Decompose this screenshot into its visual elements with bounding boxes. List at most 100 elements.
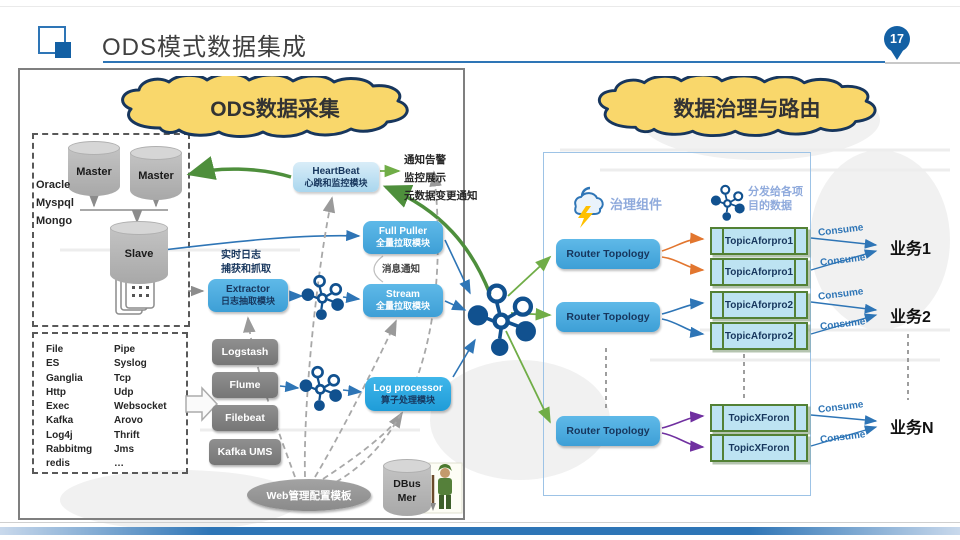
source-item: ES xyxy=(46,358,60,370)
realtime-line2: 捕获和抓取 xyxy=(221,264,271,275)
footer-divider xyxy=(0,522,960,523)
source-item: … xyxy=(114,458,124,470)
source-list-col1: File ES Ganglia Http Exec Kafka Log4j Ra… xyxy=(46,343,92,472)
stream-subtitle: 全量拉取模块 xyxy=(375,301,430,312)
topic-label: TopicAforpro2 xyxy=(724,330,794,342)
source-item: Rabbitmg xyxy=(46,444,93,456)
router-topology-2: Router Topology xyxy=(556,302,660,332)
page-number-badge-tail xyxy=(890,49,904,60)
dbus-mgr-line1: DBus xyxy=(393,478,421,490)
source-item: Ganglia xyxy=(46,372,83,384)
collection-cloud xyxy=(121,76,409,138)
source-item: Pipe xyxy=(114,344,136,355)
db-type: Oracle xyxy=(36,179,71,191)
collector-filebeat: Filebeat xyxy=(212,405,278,431)
topic-box: TopicXForon xyxy=(710,434,808,462)
distribute-icon xyxy=(710,184,746,222)
kafka-hub-icon xyxy=(469,286,536,356)
topic-box: TopicXForon xyxy=(710,404,808,432)
slave-db-label: Slave xyxy=(124,248,154,260)
web-config-module: Web管理配置模板 xyxy=(247,479,371,511)
topic-box: TopicAforpro2 xyxy=(710,291,808,319)
router-1-label: Router Topology xyxy=(566,247,650,260)
topic-box: TopicAforpro1 xyxy=(710,258,808,286)
topic-box: TopicAforpro2 xyxy=(710,322,808,350)
collector-logstash: Logstash xyxy=(212,339,278,365)
notify-line: 监控展示 xyxy=(404,172,446,184)
dbus-mgr-line2: Mer xyxy=(397,492,417,504)
kafka-cluster-icon xyxy=(300,274,345,321)
realtime-label: 实时日志 捕获和抓取 xyxy=(221,249,271,277)
msg-notify-label: 消息通知 xyxy=(382,264,421,275)
master-db-2-label: Master xyxy=(138,170,174,182)
business-2: 业务2 xyxy=(890,309,931,326)
title-underline-light xyxy=(885,62,960,64)
full-puller-title: Full Puller xyxy=(378,226,428,238)
extractor-module: Extractor 日志抽取模块 xyxy=(208,279,288,312)
log-processor-title: Log processor xyxy=(373,382,443,394)
topic-label: TopicXForon xyxy=(728,412,790,424)
source-item: Tcp xyxy=(114,372,132,384)
governance-label: 治理组件 xyxy=(610,197,663,212)
governance-panel xyxy=(543,152,811,496)
storm-icon xyxy=(574,186,604,228)
db-type: Mongo xyxy=(36,215,73,227)
source-item: Thrift xyxy=(114,429,140,441)
db-type: Myspql xyxy=(36,197,74,209)
title-underline xyxy=(103,61,885,63)
business-n: 业务N xyxy=(890,420,934,437)
business-1: 业务1 xyxy=(890,241,931,258)
heartbeat-module: HeartBeat 心跳和监控模块 xyxy=(293,162,379,192)
full-puller-subtitle: 全量拉取模块 xyxy=(375,238,430,249)
source-item: Exec xyxy=(46,401,70,413)
source-item: Arovo xyxy=(114,415,143,427)
master-db-1: Master xyxy=(68,141,120,196)
source-item: Http xyxy=(46,386,66,398)
source-item: Udp xyxy=(114,386,134,398)
source-list-col2: Pipe Syslog Tcp Udp Websocket Arovo Thri… xyxy=(114,343,167,472)
db-sources-box xyxy=(32,133,190,327)
notify-lines: 通知告警 监控展示 元数据变更通知 xyxy=(404,151,478,205)
distribute-line1: 分发给各项 xyxy=(748,186,803,198)
source-item: Jms xyxy=(114,444,135,456)
log-processor-subtitle: 算子处理模块 xyxy=(380,394,435,405)
distribute-label: 分发给各项 目的数据 xyxy=(748,185,803,213)
extractor-title: Extractor xyxy=(226,284,270,296)
source-item: Syslog xyxy=(114,358,147,370)
stream-title: Stream xyxy=(386,289,420,301)
master-db-2: Master xyxy=(130,146,182,200)
governance-cloud-label: 数据治理与路由 xyxy=(673,98,821,121)
source-item: Kafka xyxy=(46,415,74,427)
topic-label: TopicAforpro2 xyxy=(724,299,794,311)
router-topology-3: Router Topology xyxy=(556,416,660,446)
notify-line: 元数据变更通知 xyxy=(404,190,478,202)
dbus-mgr-db: DBus Mer xyxy=(383,459,431,516)
source-item: Websocket xyxy=(114,401,167,413)
topic-label: TopicXForon xyxy=(728,442,790,454)
footer-bar xyxy=(0,527,960,535)
realtime-line1: 实时日志 xyxy=(221,250,261,261)
topic-box: TopicAforpro1 xyxy=(710,227,808,255)
topic-label: TopicAforpro1 xyxy=(724,235,794,247)
source-item: Log4j xyxy=(46,429,73,441)
slide-logo-outline xyxy=(38,26,66,54)
notify-line: 通知告警 xyxy=(404,154,446,166)
slide-logo-square xyxy=(55,42,71,58)
stream-module: Stream 全量拉取模块 xyxy=(363,284,443,317)
router-2-label: Router Topology xyxy=(566,310,650,323)
collector-flume: Flume xyxy=(212,372,278,398)
collection-cloud-label: ODS数据采集 xyxy=(210,98,340,121)
heartbeat-title: HeartBeat xyxy=(312,165,360,177)
page-title: ODS模式数据集成 xyxy=(102,34,308,61)
router-3-label: Router Topology xyxy=(566,424,650,437)
page-number-badge: 17 xyxy=(884,26,910,52)
master-db-1-label: Master xyxy=(76,166,112,178)
slave-db: Slave xyxy=(110,221,168,284)
source-item: redis xyxy=(46,458,70,470)
distribute-line2: 目的数据 xyxy=(748,200,792,212)
block-arrow xyxy=(185,386,219,422)
db-types: Oracle Myspql Mongo xyxy=(36,176,74,230)
source-item: File xyxy=(46,344,64,355)
